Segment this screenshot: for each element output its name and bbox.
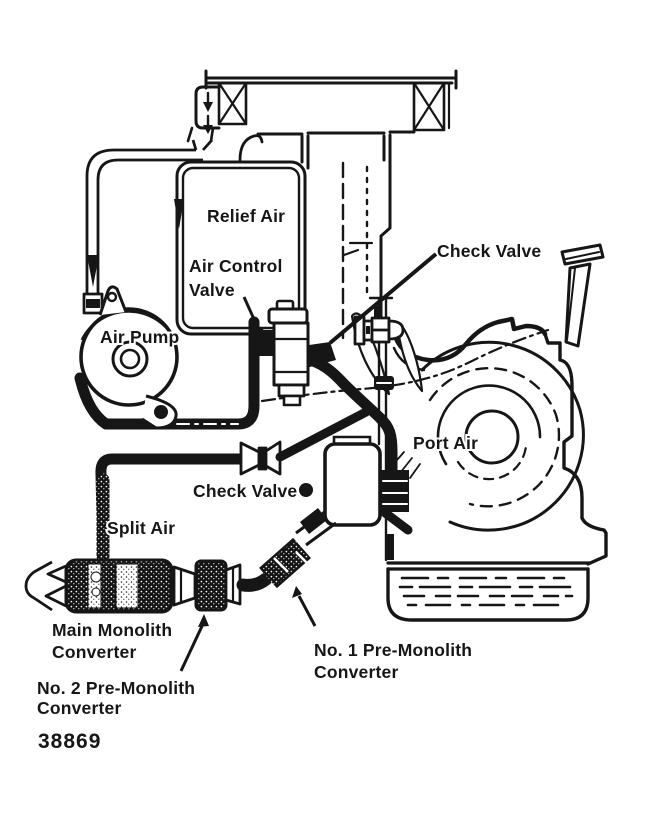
- air-control-valve: [267, 299, 310, 407]
- valve-inlet-coupler: [256, 330, 276, 356]
- right-hatch-box: [412, 81, 451, 132]
- oil-pan: [386, 561, 592, 622]
- leader-no1-converter: [297, 595, 317, 627]
- air-cleaner-base-plate: [204, 69, 458, 90]
- bolt-dot: [299, 483, 313, 497]
- exhaust-system: [24, 508, 337, 614]
- check-valve-bellows: [239, 440, 282, 476]
- port-air-check-valve-fitting: [353, 315, 405, 346]
- pipe-clamp: [300, 508, 327, 534]
- leader-air-control-valve: [242, 296, 260, 329]
- main-monolith-converter: [64, 558, 174, 614]
- relief-air-chamber: [174, 160, 307, 336]
- labels: Relief Air Air Control Valve Check Valve…: [37, 206, 541, 753]
- check-valve-bottom-label: Check Valve: [193, 481, 297, 501]
- leader-no2-converter: [179, 623, 205, 672]
- port-air-pipe: [297, 352, 398, 478]
- flex-coupling: [24, 560, 67, 612]
- air-control-valve-label-line1: Air Control: [189, 256, 283, 276]
- port-air-label: Port Air: [413, 433, 478, 453]
- split-air-label: Split Air: [107, 518, 175, 538]
- leader-check-valve-top: [328, 252, 438, 345]
- main-monolith-label-line2: Converter: [52, 642, 136, 662]
- no1-pre-monolith-label-line1: No. 1 Pre-Monolith: [314, 640, 472, 660]
- relief-air-label: Relief Air: [207, 206, 285, 226]
- air-pipes: [74, 316, 413, 566]
- port-air-flange: [379, 470, 413, 535]
- air-control-valve-label-line2: Valve: [189, 280, 235, 300]
- engine-block: [260, 243, 608, 622]
- no2-pre-monolith-label-line1: No. 2 Pre-Monolith: [37, 678, 195, 698]
- figure-number: 38869: [38, 730, 101, 753]
- no1-pre-monolith-converter: [259, 537, 311, 589]
- carburetor-throat: [300, 133, 392, 340]
- split-air-branch: [275, 407, 371, 462]
- leader-lines: [179, 252, 438, 672]
- centerline: [260, 328, 550, 403]
- left-hatch-box: [217, 81, 248, 126]
- dipstick: [560, 243, 605, 348]
- split-air-pipe: [95, 453, 246, 566]
- relief-air-inlet-fitting: [186, 85, 221, 143]
- no2-pre-monolith-label-line2: Converter: [37, 698, 121, 718]
- main-monolith-label-line1: Main Monolith: [52, 620, 172, 640]
- air-pump: [79, 285, 179, 430]
- heat-shield-box: [323, 435, 382, 527]
- check-valve-top-label: Check Valve: [437, 241, 541, 261]
- no2-pre-monolith-converter: [194, 559, 228, 612]
- pump-supply-pipe: [82, 139, 214, 315]
- flow-arrow-icon: [87, 255, 99, 287]
- no1-pre-monolith-label-line2: Converter: [314, 662, 398, 682]
- air-cleaner-and-throttle-body: [186, 69, 458, 340]
- air-pump-label: Air Pump: [100, 327, 179, 347]
- flow-arrow-icon: [174, 199, 184, 229]
